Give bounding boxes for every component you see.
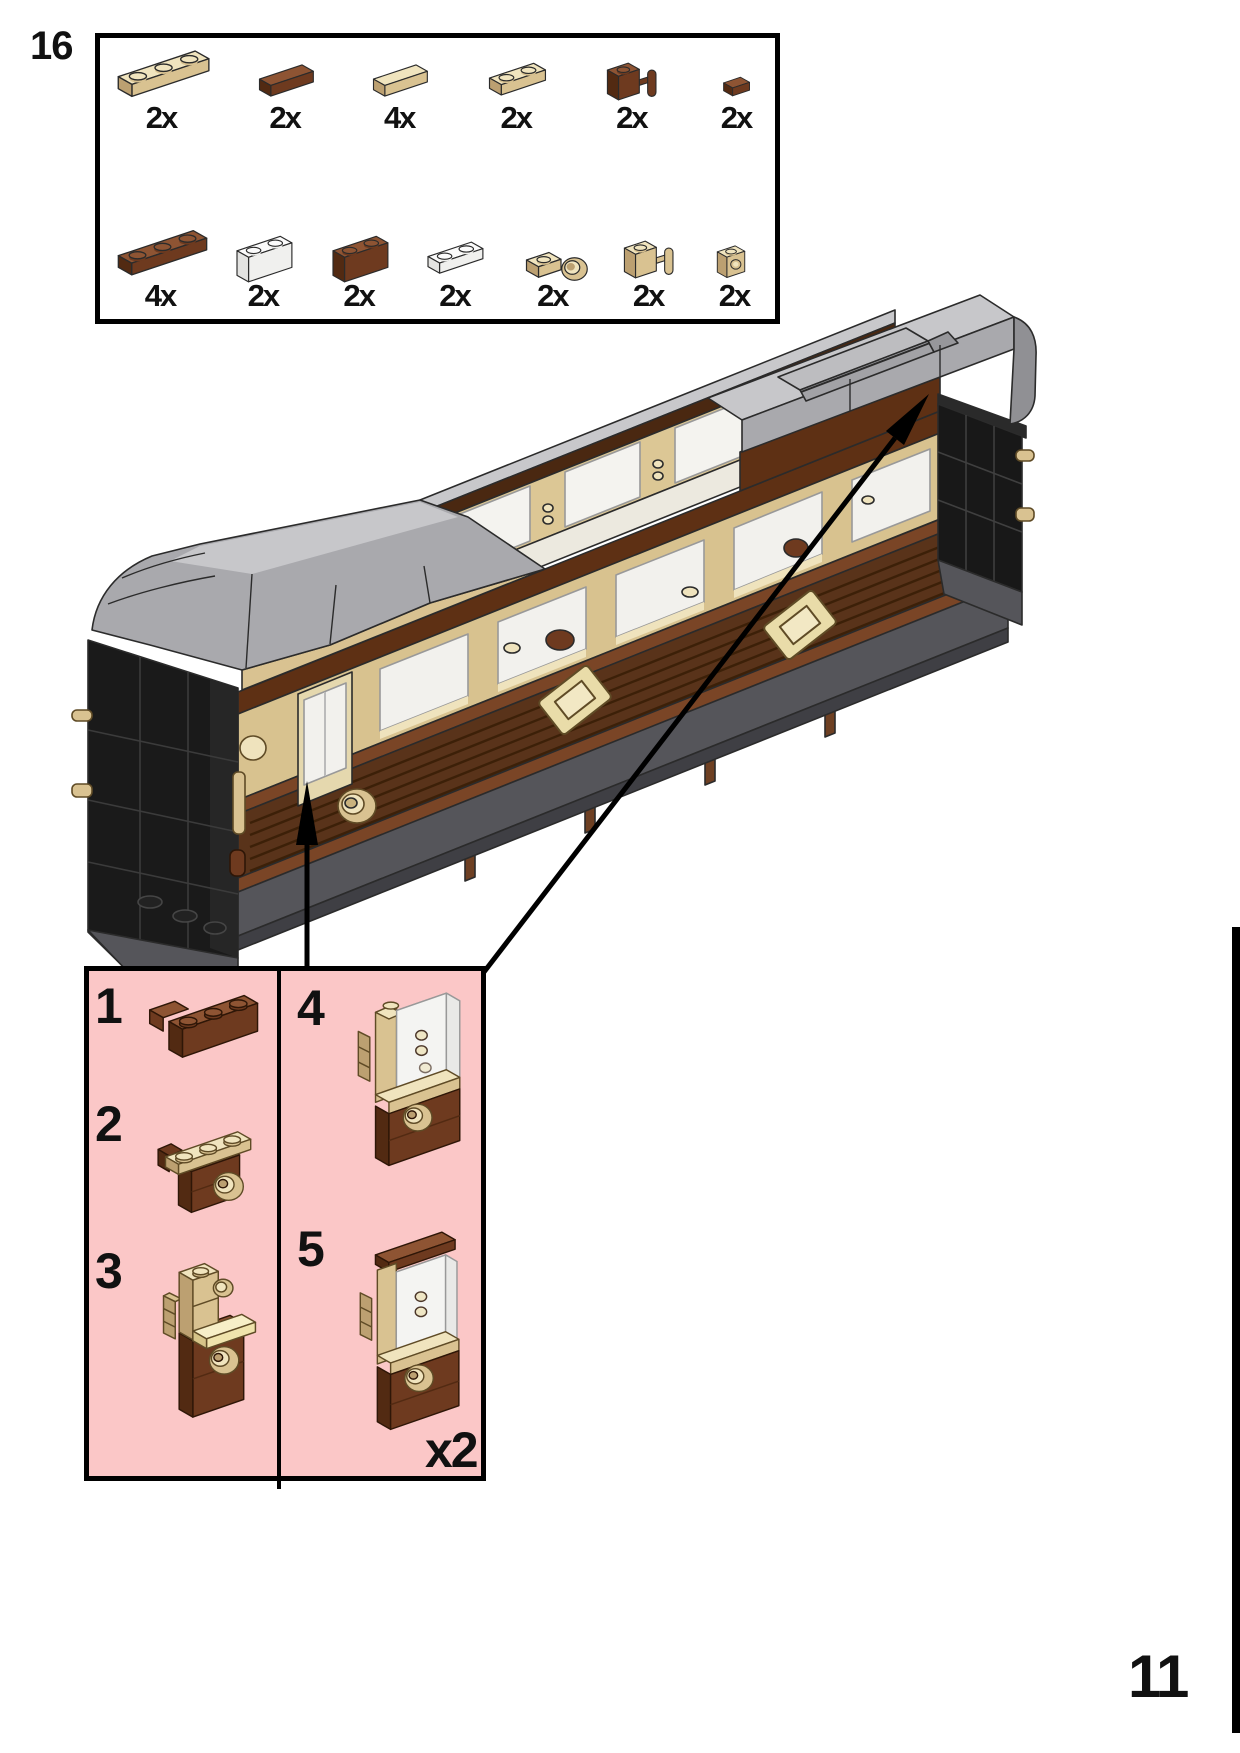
substep-3-build	[162, 1262, 257, 1418]
part-brick-1x1-handle-tan: 2x	[605, 226, 691, 311]
part-brick-1x2-trans-clear: 2x	[218, 232, 308, 311]
plate-1x2-tan-icon	[470, 53, 562, 106]
part-plate-1x3-tan: 2x	[108, 44, 214, 133]
part-brick-1x1-sidestud-tan: 2x	[697, 234, 771, 311]
part-qty: 2x	[632, 278, 666, 313]
substep-4-build	[357, 992, 461, 1167]
left-roof-cap	[91, 499, 546, 671]
substep-3-number: 3	[95, 1243, 123, 1299]
part-qty: 2x	[718, 278, 752, 313]
tile-1x2-tan-icon	[355, 55, 443, 106]
brick-1x1-handle-brown-icon	[588, 48, 674, 106]
step-number: 16	[30, 24, 73, 68]
train-carriage-illustration	[71, 294, 1037, 1000]
part-plate-1x2-trans-clear: 2x	[409, 232, 499, 311]
substep-2-number: 2	[95, 1096, 123, 1152]
part-tile-1x1-brown: 2x	[701, 62, 771, 133]
part-plate-1x2-tan: 2x	[470, 53, 562, 133]
part-tile-1x2-tan: 4x	[355, 55, 443, 133]
part-qty: 2x	[439, 278, 472, 313]
part-brick-1x2-brown: 2x	[314, 232, 404, 311]
part-brick-1x1-handle-brown: 2x	[588, 48, 674, 133]
section-indicator-bar	[1232, 927, 1240, 1733]
part-qty: 2x	[145, 100, 179, 135]
substep-4-number: 4	[297, 980, 325, 1036]
substep-5-number: 5	[297, 1221, 325, 1277]
callout-divider	[277, 966, 281, 1489]
part-plate-1x1-ring-tan: 2x	[505, 230, 599, 311]
tile-1x2-brown-icon	[241, 55, 329, 106]
substep-1-build	[148, 994, 259, 1058]
part-tile-1x2-brown: 2x	[241, 55, 329, 133]
parts-row-1: 2x 2x 4x 2x 2x 2x	[108, 44, 771, 133]
part-qty: 2x	[269, 100, 302, 135]
part-qty: 4x	[144, 278, 178, 313]
part-qty: 2x	[537, 278, 570, 313]
substep-5-build	[359, 1231, 460, 1431]
part-qty: 2x	[720, 100, 754, 135]
part-qty: 2x	[500, 100, 534, 135]
substeps-callout-box: 1 2 3 4 5	[84, 966, 486, 1489]
part-qty: 2x	[247, 278, 281, 313]
plate-1x3-tan-icon	[108, 44, 214, 106]
page-number: 11	[1128, 1643, 1189, 1710]
parts-list-box: 2x 2x 4x 2x 2x 2x	[95, 33, 780, 324]
part-plate-1x3-brown: 4x	[108, 224, 212, 311]
substep-1-number: 1	[95, 978, 123, 1034]
substep-2-build	[157, 1131, 252, 1214]
part-qty: 2x	[343, 278, 376, 313]
part-qty: 2x	[616, 100, 649, 135]
door-and-details	[232, 671, 377, 835]
multiplier-label: x2	[425, 1422, 479, 1478]
parts-row-2: 4x 2x 2x 2x 2x 2x	[108, 224, 771, 311]
part-qty: 4x	[383, 100, 417, 135]
left-end-black	[71, 639, 246, 1000]
right-roof-cap	[707, 294, 1037, 453]
right-end-black	[937, 393, 1035, 626]
